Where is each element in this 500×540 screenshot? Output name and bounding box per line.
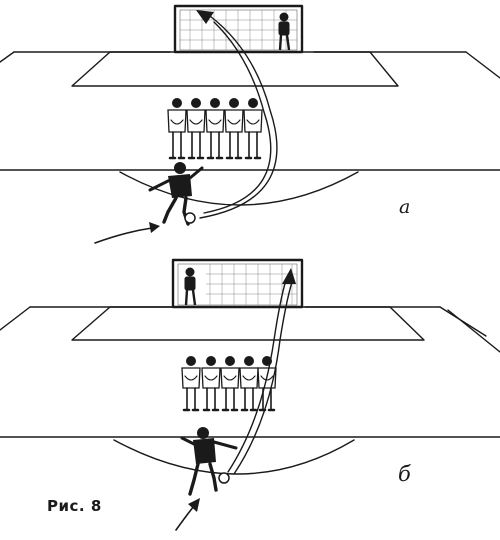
panel-a-wall: [167, 98, 263, 160]
panel-b: [0, 258, 500, 531]
wall-player: [239, 356, 259, 412]
panel-b-ball: [218, 472, 230, 484]
panel-b-field-lines: [0, 306, 500, 475]
wall-player: [181, 356, 201, 412]
panel-a-label: а: [399, 196, 411, 218]
panel-a-kicker: [148, 162, 204, 226]
figure-caption: Рис. 8: [47, 497, 102, 515]
panel-b-trajectory-arrow: [227, 268, 296, 475]
panel-a: [0, 4, 500, 244]
panel-b-runup-arrow: [175, 498, 200, 531]
panel-b-wall: [181, 356, 277, 412]
panel-a-goalkeeper: [278, 12, 291, 51]
panel-b-kicker: [180, 427, 238, 496]
wall-player: [243, 98, 263, 160]
panel-b-goal: [171, 258, 304, 309]
wall-player: [186, 98, 206, 160]
panel-a-trajectory-arrow: [196, 10, 278, 219]
wall-player: [224, 98, 244, 160]
panel-a-runup-arrow: [94, 222, 160, 244]
wall-player: [201, 356, 221, 412]
panel-b-label: б: [398, 462, 411, 486]
panel-b-goalkeeper: [184, 267, 197, 306]
panel-a-ball: [184, 212, 196, 224]
wall-player: [167, 98, 187, 160]
wall-player: [220, 356, 240, 412]
wall-player: [205, 98, 225, 160]
